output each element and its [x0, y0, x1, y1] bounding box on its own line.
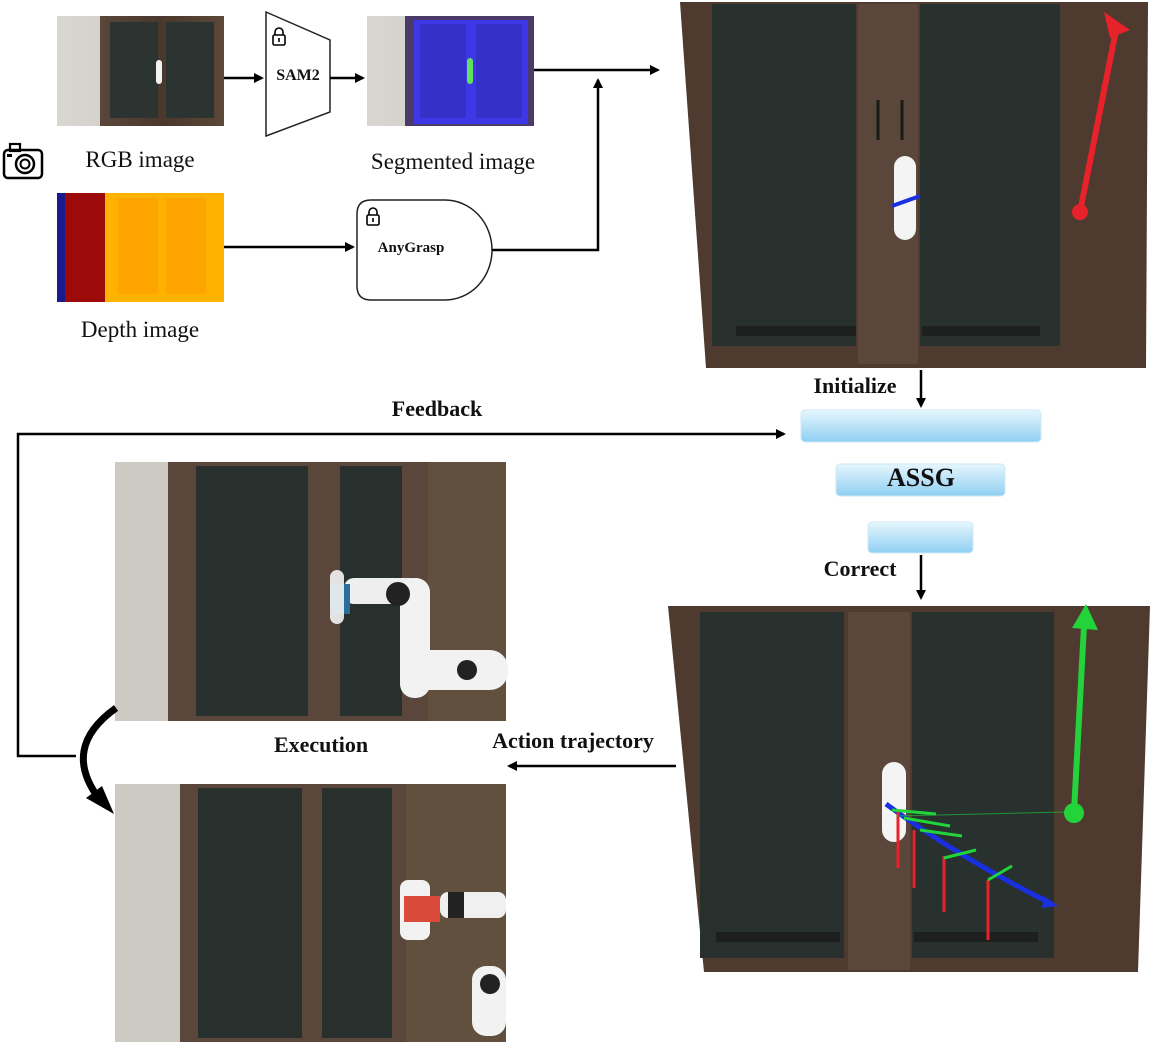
depth-image-label: Depth image [81, 317, 199, 342]
anygrasp-model [356, 199, 493, 301]
segmented-image-label: Segmented image [371, 149, 535, 174]
point-cloud-corrected [668, 604, 1150, 972]
execution-photo-bottom [115, 784, 506, 1042]
camera-icon [2, 142, 44, 180]
lock-icon [272, 27, 286, 46]
rgb-image [57, 16, 224, 126]
point-cloud-initial [680, 2, 1148, 368]
feedback-label: Feedback [392, 396, 483, 421]
sam2-label: SAM2 [276, 67, 320, 84]
action-trajectory-label: Action trajectory [492, 728, 654, 753]
segmented-image [367, 16, 534, 126]
execution-label: Execution [274, 732, 368, 757]
initialize-label: Initialize [813, 373, 896, 398]
depth-image [57, 193, 224, 302]
arrow-anygrasp-to-merge [492, 78, 603, 252]
lock-icon [366, 207, 380, 226]
rgb-image-label: RGB image [85, 147, 194, 172]
arrow-feedback [16, 429, 786, 758]
execution-photo-top [115, 462, 508, 721]
anygrasp-label: AnyGrasp [378, 240, 445, 256]
sam2-model [265, 10, 331, 138]
arrow-execution-curve [79, 705, 119, 803]
arrow-execution-head [86, 786, 114, 814]
correct-label: Correct [824, 556, 898, 581]
assg-network [800, 409, 1042, 554]
assg-label: ASSG [887, 463, 955, 492]
